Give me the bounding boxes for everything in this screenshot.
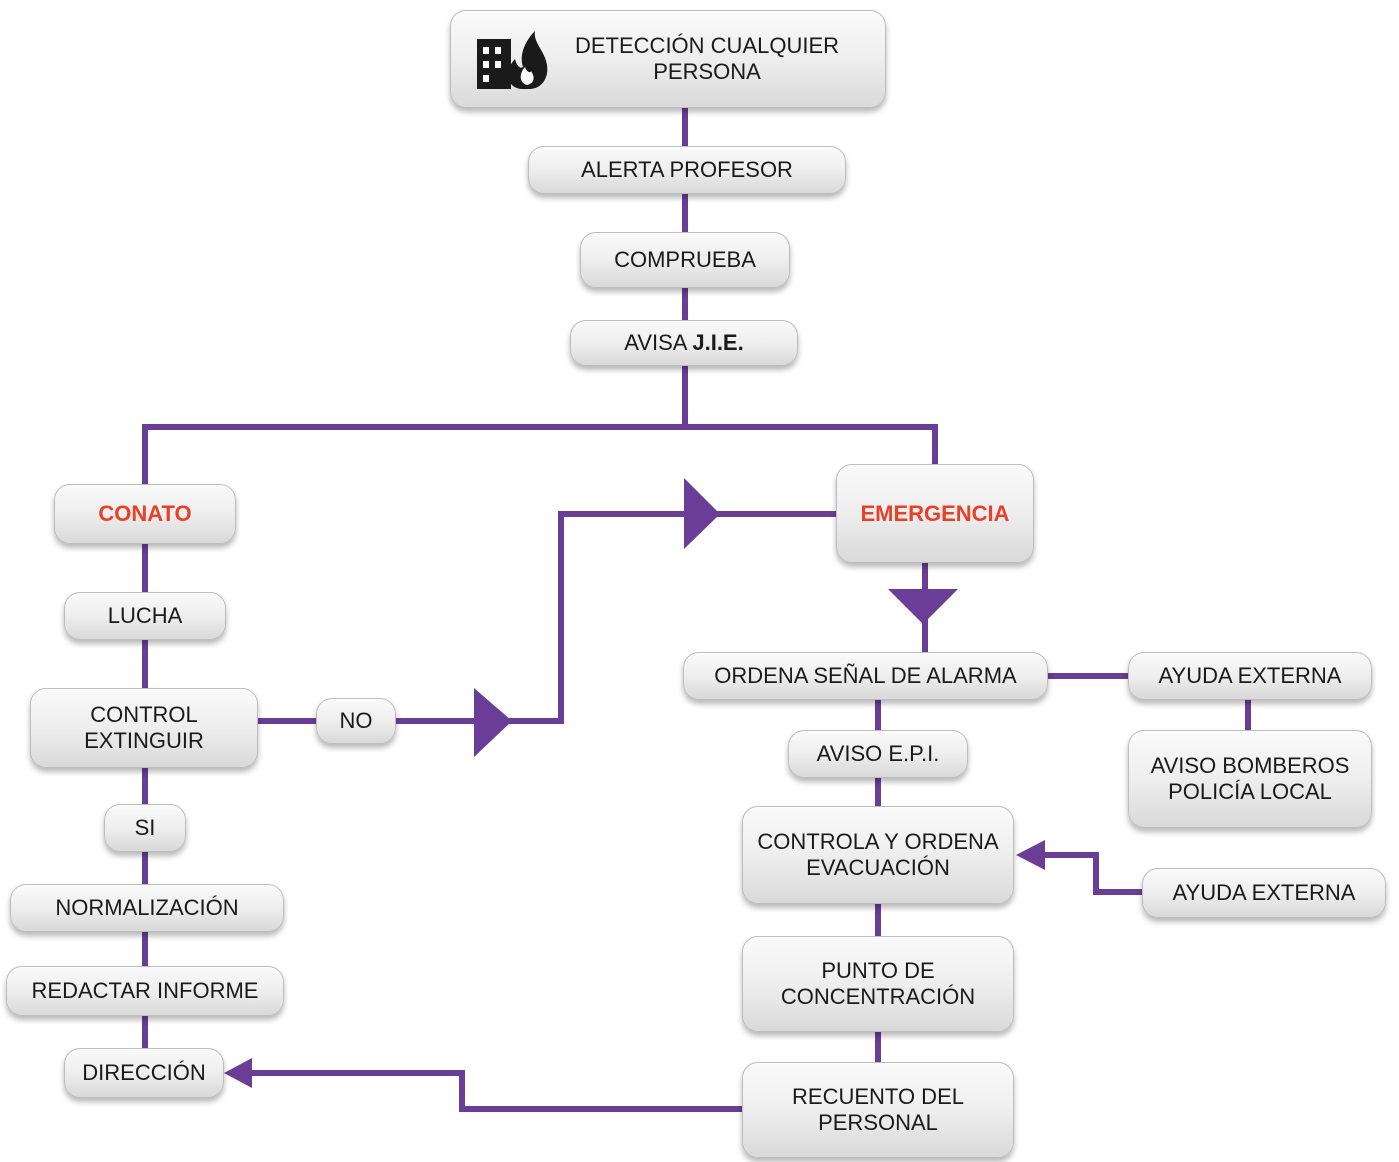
node-comprueba: COMPRUEBA	[580, 232, 790, 288]
controla-line2: EVACUACIÓN	[806, 855, 950, 880]
avisa-jie-label: AVISA J.I.E.	[624, 330, 743, 356]
arrow-emergencia-down	[888, 589, 958, 624]
node-ayuda-externa-1: AYUDA EXTERNA	[1128, 652, 1372, 700]
emergencia-label: EMERGENCIA	[860, 500, 1010, 526]
lucha-label: LUCHA	[107, 603, 183, 628]
building-fire-icon	[477, 31, 548, 89]
node-ordena-senal: ORDENA SEÑAL DE ALARMA	[683, 652, 1048, 700]
deteccion-line2: PERSONA	[653, 59, 761, 84]
node-normalizacion: NORMALIZACIÓN	[10, 884, 284, 932]
connector-ayuda2-controla	[1040, 852, 1142, 895]
recuento-line1: RECUENTO DEL	[792, 1084, 964, 1109]
connector-branch-emergencia	[685, 424, 938, 464]
comprueba-label: COMPRUEBA	[614, 247, 756, 272]
aviso-epi-label: AVISO E.P.I.	[816, 741, 940, 766]
no-label: NO	[339, 708, 373, 733]
si-label: SI	[134, 815, 156, 840]
normalizacion-label: NORMALIZACIÓN	[55, 895, 239, 920]
node-si: SI	[104, 804, 186, 852]
redactar-informe-label: REDACTAR INFORME	[31, 978, 259, 1003]
node-no: NO	[316, 698, 396, 744]
node-avisa-jie: AVISA J.I.E.	[570, 320, 798, 366]
avisa-prefix: AVISA	[624, 330, 693, 355]
node-aviso-bomberos: AVISO BOMBEROS POLICÍA LOCAL	[1128, 730, 1372, 828]
punto-line1: PUNTO DE	[821, 958, 935, 983]
node-aviso-epi: AVISO E.P.I.	[788, 730, 968, 778]
ayuda-externa-1-label: AYUDA EXTERNA	[1158, 663, 1342, 688]
node-direccion: DIRECCIÓN	[64, 1048, 224, 1098]
aviso-bomberos-line2: POLICÍA LOCAL	[1168, 779, 1332, 804]
connector-branch-conato	[142, 424, 685, 484]
node-redactar-informe: REDACTAR INFORME	[6, 966, 284, 1016]
direccion-label: DIRECCIÓN	[82, 1060, 206, 1085]
node-recuento-personal: RECUENTO DEL PERSONAL	[742, 1062, 1014, 1158]
deteccion-line1: DETECCIÓN CUALQUIER	[575, 33, 840, 58]
node-lucha: LUCHA	[64, 592, 226, 640]
control-line2: EXTINGUIR	[84, 728, 204, 753]
ayuda-externa-2-label: AYUDA EXTERNA	[1172, 880, 1356, 905]
arrow-no-right	[474, 688, 512, 757]
punto-line2: CONCENTRACIÓN	[780, 984, 976, 1009]
arrow-to-emergencia	[684, 478, 720, 549]
conato-label: CONATO	[98, 501, 192, 526]
node-conato: CONATO	[54, 484, 236, 544]
node-control-extinguir: CONTROL EXTINGUIR	[30, 688, 258, 768]
aviso-bomberos-line1: AVISO BOMBEROS	[1150, 753, 1350, 778]
controla-line1: CONTROLA Y ORDENA	[757, 829, 999, 854]
recuento-line2: PERSONAL	[818, 1110, 938, 1135]
node-deteccion: DETECCIÓN CUALQUIER PERSONA	[450, 10, 886, 108]
node-alerta-profesor: ALERTA PROFESOR	[528, 146, 846, 194]
node-ayuda-externa-2: AYUDA EXTERNA	[1142, 868, 1386, 918]
control-line1: CONTROL	[90, 702, 198, 727]
arrow-to-controla	[1016, 840, 1045, 870]
connector-recuento-direccion	[250, 1070, 742, 1112]
node-emergencia: EMERGENCIA	[836, 464, 1034, 563]
ordena-senal-label: ORDENA SEÑAL DE ALARMA	[714, 663, 1017, 688]
node-punto-concentracion: PUNTO DE CONCENTRACIÓN	[742, 936, 1014, 1032]
node-controla-ordena: CONTROLA Y ORDENA EVACUACIÓN	[742, 806, 1014, 904]
alerta-profesor-label: ALERTA PROFESOR	[581, 157, 793, 182]
arrow-to-direccion	[224, 1058, 252, 1088]
avisa-jie-bold: J.I.E.	[692, 330, 744, 355]
